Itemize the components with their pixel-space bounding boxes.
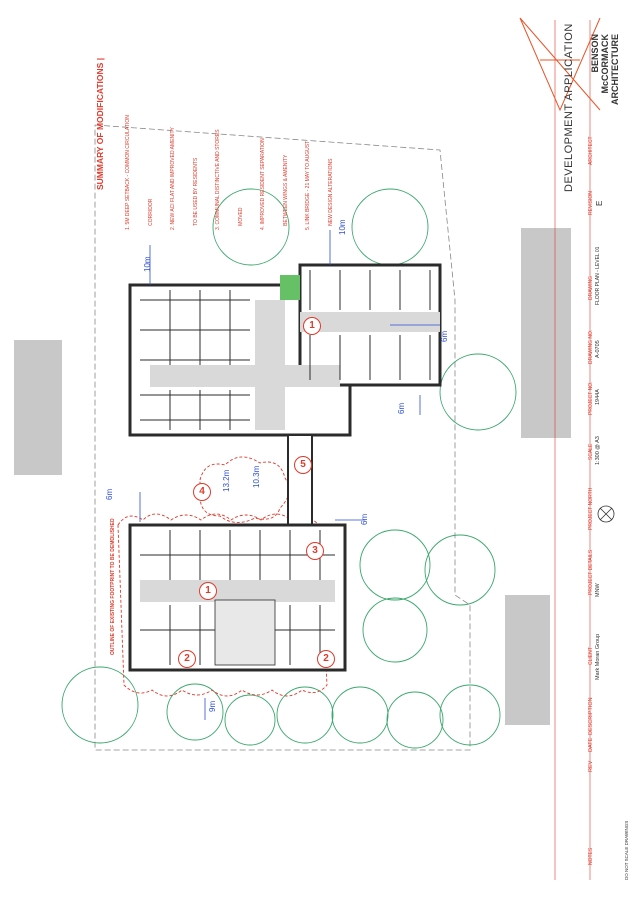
modification-item: 1. 5M DEEP SETBACK - COMMON CIRCULATION <box>125 115 131 230</box>
revision-value: E <box>595 200 604 206</box>
project-details-label: PROJECT DETAILS <box>588 549 594 595</box>
site-boundary <box>94 124 471 751</box>
trees <box>61 188 517 749</box>
marker-2-left[interactable]: 2 <box>178 650 196 668</box>
do-not-scale: DO NOT SCALE DRAWINGS <box>624 820 629 880</box>
dim-10m-left: 10m <box>143 256 152 272</box>
project-no-value: 1944A <box>595 389 601 405</box>
dim-13-2m: 13.2m <box>222 469 231 492</box>
dimension-lines <box>139 230 440 720</box>
link-bridge <box>287 434 313 531</box>
drawing-no-value: A-0705 <box>595 340 601 358</box>
sheet-title: DEVELOPMENT APPLICATION <box>563 23 575 192</box>
building-upper <box>128 263 442 437</box>
scale-label: SCALE <box>588 443 594 460</box>
scale-value: 1:300 @ A3 <box>595 436 601 465</box>
modification-item: NEW DESIGN ALTERATIONS <box>327 158 334 230</box>
site-note: OUTLINE OF EXISTING FOOTPRINT TO BE DEMO… <box>110 518 116 655</box>
modification-item: 3. COMMUNAL DISTINCTIVE AND STORES <box>215 129 221 230</box>
dim-9m: 9m <box>208 700 217 712</box>
dim-6m-left: 6m <box>105 488 114 500</box>
client-value: Mark Moran Group <box>595 633 601 680</box>
logo <box>519 17 601 112</box>
firm-line: ARCHITECTURE <box>610 34 620 105</box>
firm-name: BENSON McCORMACK ARCHITECTURE <box>590 34 620 105</box>
marker-1-upper[interactable]: 1 <box>303 317 321 335</box>
drawing-label: DRAWING <box>588 276 594 300</box>
marker-4[interactable]: 4 <box>193 483 211 501</box>
architect-label: ARCHITECT <box>588 136 594 165</box>
modification-item: MOVED <box>237 207 244 230</box>
revision-label: REVISION <box>588 191 594 215</box>
date-label: DATE <box>588 737 594 752</box>
project-details-value: MNW <box>595 583 601 597</box>
dim-6m-upper: 6m <box>397 402 406 414</box>
marker-2-right[interactable]: 2 <box>317 650 335 668</box>
notes-label: NOTES <box>588 847 594 865</box>
dim-6m-upper-right: 6m <box>440 330 449 342</box>
modification-item: 4. IMPROVED RESIDENT SEPARATION <box>260 138 266 230</box>
modifications-list: 1. 5M DEEP SETBACK - COMMON CIRCULATION … <box>110 115 350 230</box>
north-arrow <box>597 505 615 523</box>
client-label: CLIENT <box>588 647 594 665</box>
firm-line: McCORMACK <box>600 34 610 94</box>
modification-item: CORRIDOR <box>147 198 154 230</box>
modification-item: 5. LINK BRIDGE - 21 MAY TO AUGUST <box>305 140 311 230</box>
modifications-title: SUMMARY OF MODIFICATIONS | <box>95 57 105 190</box>
drawing-no-label: DRAWING NO. <box>588 329 594 364</box>
dim-6m-bridge: 6m <box>360 513 369 525</box>
description-label: DESCRIPTION <box>588 697 594 735</box>
modification-item: BETWEEN WINGS & AMENITY <box>282 154 289 230</box>
landscape-outline <box>199 456 290 523</box>
project-north-label: PROJECT NORTH <box>588 487 594 530</box>
drawing-value: FLOOR PLAN - LEVEL 01 <box>595 246 601 305</box>
dim-10-3m: 10.3m <box>252 465 261 488</box>
modification-item: TO BE USED BY RESIDENTS <box>192 157 199 230</box>
title-block <box>554 20 591 880</box>
marker-3[interactable]: 3 <box>306 542 324 560</box>
firm-line: BENSON <box>590 34 600 73</box>
modification-item: 2. NEW ACI FLAT AND IMPROVED AMENITY <box>170 127 176 230</box>
neighbour-building-right-top <box>521 228 571 438</box>
rev-label: REV <box>588 760 594 772</box>
neighbour-building-right-bottom <box>505 595 550 725</box>
project-no-label: PROJECT NO. <box>588 381 594 415</box>
marker-1-lower[interactable]: 1 <box>199 582 217 600</box>
existing-footprint-outline <box>117 513 328 697</box>
neighbour-building-left <box>14 340 62 475</box>
marker-5[interactable]: 5 <box>294 456 312 474</box>
